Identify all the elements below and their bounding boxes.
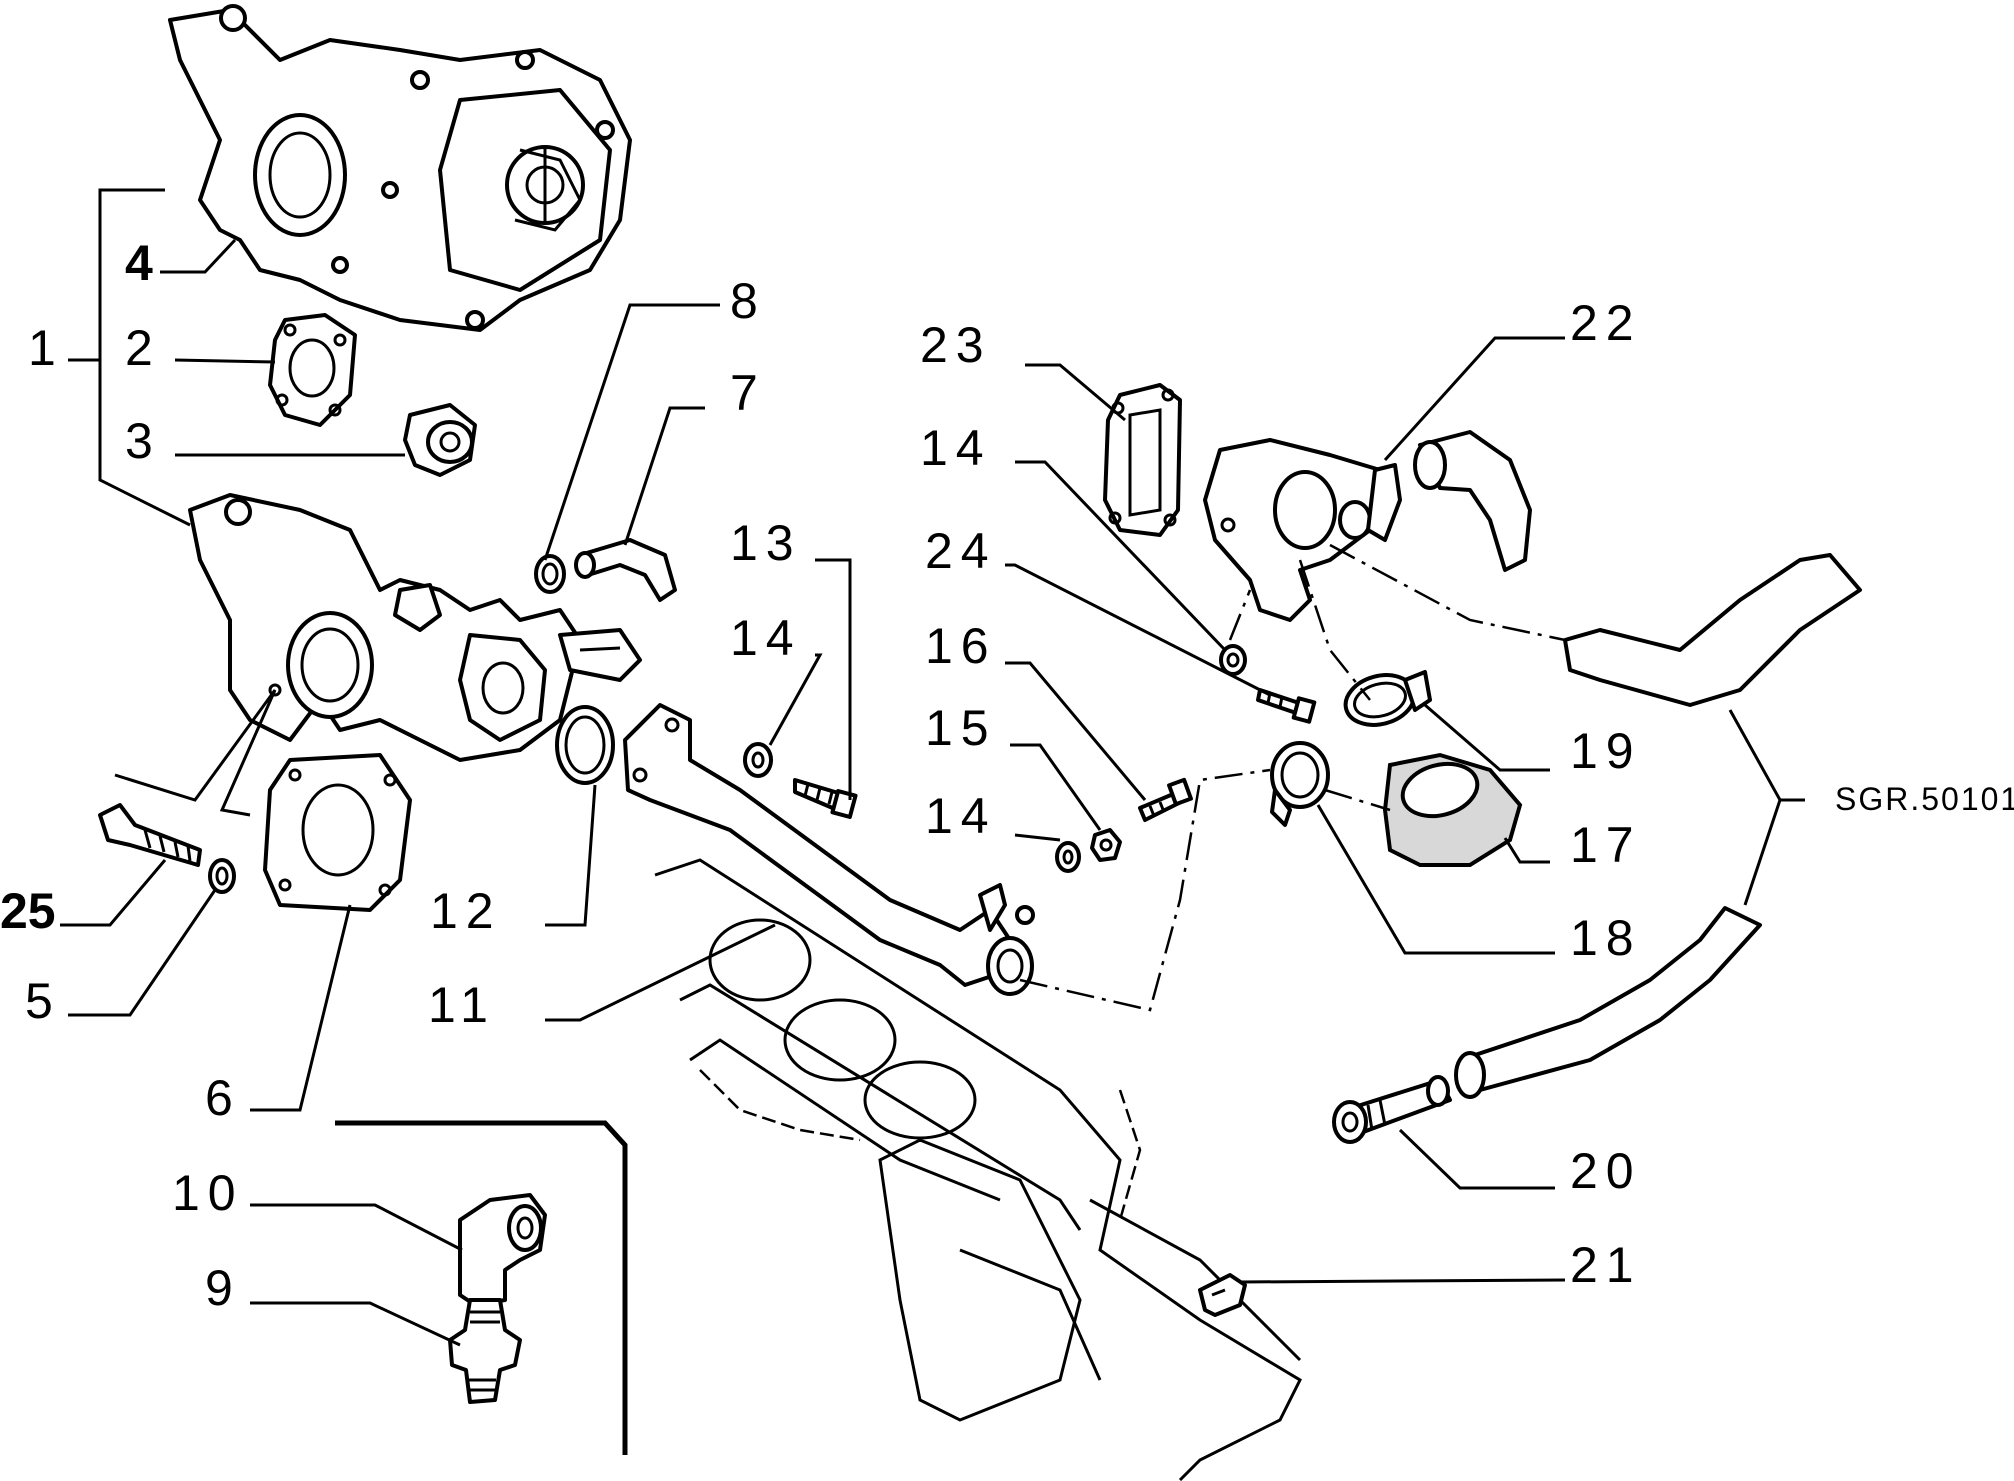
label-19: 19 bbox=[1570, 723, 1642, 779]
sleeve-part-17 bbox=[1382, 752, 1523, 867]
plug-part-21 bbox=[1198, 1273, 1247, 1317]
o-ring-part-12 bbox=[555, 705, 615, 785]
hose-part-22 bbox=[1413, 430, 1532, 572]
label-25: 25 bbox=[0, 883, 56, 939]
pipe-part-11 bbox=[623, 703, 1035, 996]
label-12: 12 bbox=[430, 883, 502, 939]
label-14b: 14 bbox=[920, 420, 992, 476]
label-10: 10 bbox=[172, 1165, 244, 1221]
label-8: 8 bbox=[730, 273, 766, 329]
washer-part-14-lower bbox=[1055, 841, 1081, 873]
bolt-part-25 bbox=[98, 803, 202, 867]
label-11: 11 bbox=[428, 977, 496, 1033]
elbow-part-10 bbox=[458, 1193, 547, 1307]
bushing-part-3 bbox=[403, 403, 477, 477]
label-14a: 14 bbox=[730, 610, 802, 666]
label-20: 20 bbox=[1570, 1143, 1642, 1199]
gasket-part-23 bbox=[1103, 383, 1182, 537]
label-14c: 14 bbox=[925, 788, 997, 844]
bolt-part-16 bbox=[1138, 777, 1193, 822]
thermostat-housing-part-22 bbox=[1203, 438, 1402, 622]
label-2: 2 bbox=[125, 320, 161, 376]
label-3: 3 bbox=[125, 413, 161, 469]
bolt-part-13 bbox=[793, 778, 858, 819]
label-5: 5 bbox=[25, 973, 61, 1029]
label-18: 18 bbox=[1570, 910, 1642, 966]
pump-assembly-part-1 bbox=[188, 493, 642, 762]
label-24: 24 bbox=[925, 523, 997, 579]
bolt-part-24 bbox=[1256, 688, 1317, 724]
reference-code: SGR.50101 bbox=[1835, 781, 2014, 817]
washer-part-14-left bbox=[743, 742, 773, 778]
gasket-part-6 bbox=[263, 753, 412, 912]
clamp-part-19 bbox=[1343, 670, 1432, 727]
hose-part-7 bbox=[574, 538, 677, 602]
engine-block-outline bbox=[654, 858, 1302, 1481]
alignment-lines bbox=[1019, 543, 1566, 1012]
washer-part-14-upper bbox=[1219, 644, 1247, 676]
fitting-part-20 bbox=[1332, 1075, 1452, 1144]
label-7: 7 bbox=[730, 365, 766, 421]
label-1: 1 bbox=[28, 320, 64, 376]
gasket-part-2 bbox=[268, 313, 357, 427]
label-13: 13 bbox=[730, 515, 802, 571]
pump-housing-part-4 bbox=[168, 4, 632, 332]
label-21: 21 bbox=[1570, 1237, 1642, 1293]
label-23: 23 bbox=[920, 317, 992, 373]
label-15: 15 bbox=[925, 700, 997, 756]
hose-long-upper bbox=[1563, 553, 1862, 707]
label-4: 4 bbox=[125, 235, 153, 291]
label-9: 9 bbox=[205, 1260, 241, 1316]
clamp-part-18 bbox=[1270, 741, 1330, 827]
washer-part-5 bbox=[208, 858, 236, 894]
label-6: 6 bbox=[205, 1070, 241, 1126]
label-22: 22 bbox=[1570, 295, 1642, 351]
clamp-part-8 bbox=[534, 554, 566, 594]
label-17: 17 bbox=[1570, 817, 1642, 873]
nut-part-15 bbox=[1090, 828, 1122, 862]
label-16: 16 bbox=[925, 618, 997, 674]
hose-long-lower bbox=[1454, 906, 1762, 1099]
callout-labels: 1 2 3 4 5 6 7 8 9 10 11 12 13 14 14 14 1… bbox=[0, 235, 2014, 1316]
leader-lines bbox=[60, 188, 1805, 1455]
fitting-part-9 bbox=[448, 1298, 522, 1404]
